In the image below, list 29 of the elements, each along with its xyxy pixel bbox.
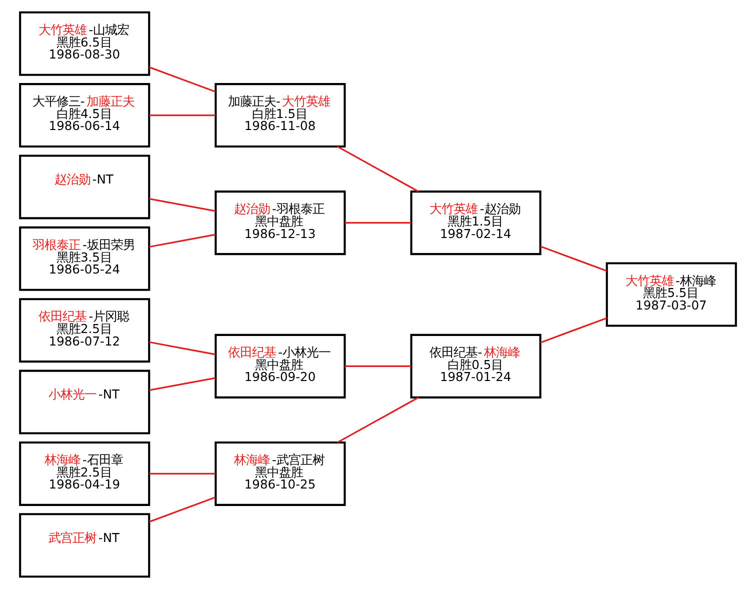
node-box: 加藤正夫-大竹英雄 白胜1.5目 1986-11-08: [214, 83, 346, 148]
connector: [149, 234, 216, 248]
node-box: 依田纪基-小林光一 黑中盘胜 1986-09-20: [214, 334, 346, 398]
connector: [344, 222, 412, 224]
connector: [149, 377, 216, 392]
node-box: 林海峰-石田章 黑胜2.5目 1986-04-19: [19, 441, 150, 506]
node-box: 赵治勋-羽根泰正 黑中盘胜 1986-12-13: [214, 190, 346, 256]
node-box: 大平修三-加藤正夫 白胜4.5目 1986-06-14: [19, 83, 150, 148]
node-box: 羽根泰正-坂田荣男 黑胜3.5目 1986-05-24: [19, 226, 150, 291]
node-box: 小林光一-NT: [19, 370, 150, 434]
node-box: 大竹英雄-赵治勋 黑胜1.5目 1987-02-14: [410, 190, 542, 256]
node-box: 大竹英雄-林海峰 黑胜5.5目 1987-03-07: [606, 262, 737, 327]
connector: [149, 114, 216, 116]
node-box: 依田纪基-片冈聪 黑胜2.5目 1986-07-12: [19, 298, 150, 363]
node-box: 赵治勋-NT: [19, 154, 150, 220]
connector: [149, 198, 216, 212]
connector: [149, 496, 216, 523]
connector: [149, 341, 216, 356]
connector: [344, 365, 412, 367]
node-box: 大竹英雄-山城宏 黑胜6.5目 1986-08-30: [19, 11, 150, 76]
node-box: 武宫正树-NT: [19, 513, 150, 578]
connector: [337, 396, 419, 444]
connector: [540, 246, 607, 272]
node-box: 依田纪基-林海峰 白胜0.5目 1987-01-24: [410, 334, 542, 398]
connector: [337, 146, 419, 192]
connector: [149, 472, 216, 475]
connector: [540, 317, 607, 344]
node-box: 林海峰-武宫正树 黑中盘胜 1986-10-25: [214, 441, 346, 506]
connector: [149, 66, 216, 92]
